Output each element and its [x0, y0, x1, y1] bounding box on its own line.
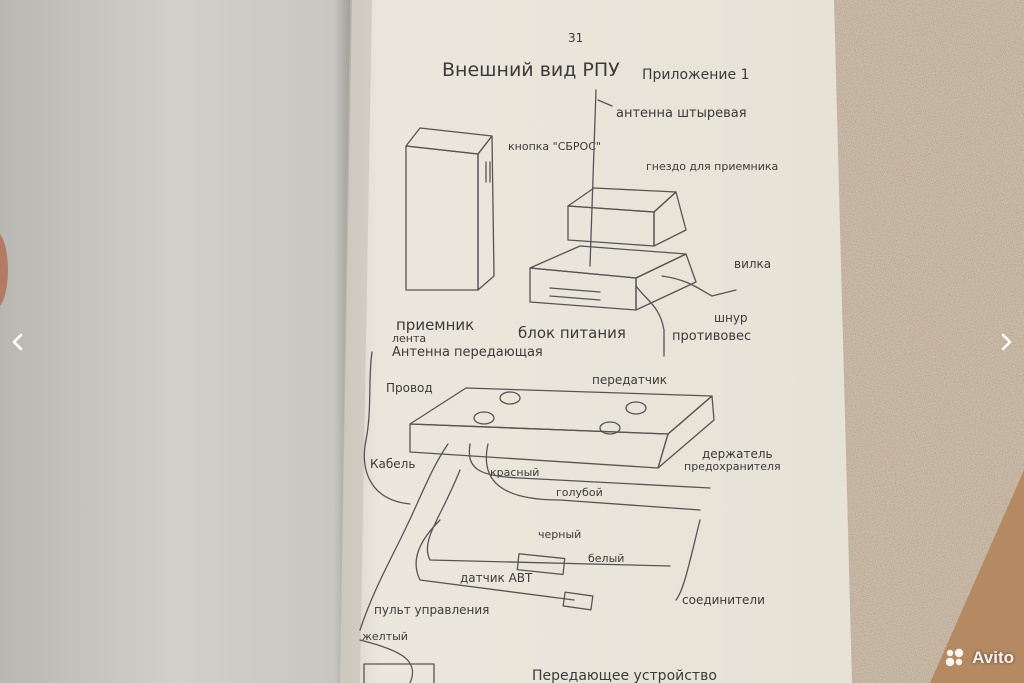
prev-image-button[interactable] [2, 326, 34, 358]
finger [0, 233, 8, 307]
label-receiver: приемник [396, 316, 474, 334]
next-image-button[interactable] [990, 326, 1022, 358]
label-wire: Провод [386, 381, 433, 395]
avito-logo-icon [945, 648, 964, 667]
label-connectors: соединители [682, 593, 765, 607]
appendix-label: Приложение 1 [642, 67, 749, 83]
label-control-panel: пульт управления [374, 603, 489, 617]
receiver-drawing [405, 127, 495, 291]
document-title: Внешний вид РПУ [442, 59, 620, 81]
right-page [340, 0, 852, 683]
label-reset-button: кнопка "СБРОС" [508, 140, 601, 153]
label-power-unit: блок питания [518, 324, 626, 342]
watermark-text: Avito [972, 648, 1014, 667]
gutter-shadow [340, 0, 372, 683]
left-page [0, 0, 352, 683]
transmitter-drawing [409, 387, 715, 469]
label-sensor-avt: датчик АВТ [460, 571, 533, 585]
label-black: черный [538, 528, 581, 541]
label-fuse-holder-2: предохранителя [684, 460, 781, 473]
label-cord: шнур [714, 311, 748, 325]
label-cable: Кабель [370, 457, 415, 471]
label-plug: вилка [734, 257, 771, 271]
label-receiver-socket: гнездо для приемника [646, 160, 778, 173]
bottom-box [363, 663, 435, 683]
wiring-drawing [359, 351, 711, 683]
sensor-avt-box [516, 553, 566, 576]
book-edge [930, 470, 1024, 683]
diagram-drawings [359, 89, 737, 683]
footer-title: Передающее устройство [532, 668, 717, 683]
chevron-right-icon [1001, 333, 1012, 351]
label-fuse-holder-1: держатель [702, 447, 773, 461]
control-panel-box [562, 591, 594, 611]
label-counterweight: противовес [672, 329, 751, 344]
label-transmitter: передатчик [592, 373, 667, 387]
chevron-left-icon [12, 333, 23, 351]
label-red: красный [490, 466, 539, 479]
label-blue: голубой [556, 486, 603, 499]
avito-watermark: Avito [944, 647, 1014, 669]
label-antenna-transmit: Антенна передающая [392, 345, 543, 360]
document-text: 31 Внешний вид РПУ Приложение 1 антенна … [362, 31, 781, 683]
power-unit-drawing [529, 89, 737, 357]
label-yellow: желтый [362, 630, 408, 643]
label-white: белый [588, 552, 624, 565]
label-antenna-whip: антенна штыревая [616, 106, 747, 121]
page-number: 31 [568, 31, 583, 45]
label-tape: лента [392, 332, 426, 345]
